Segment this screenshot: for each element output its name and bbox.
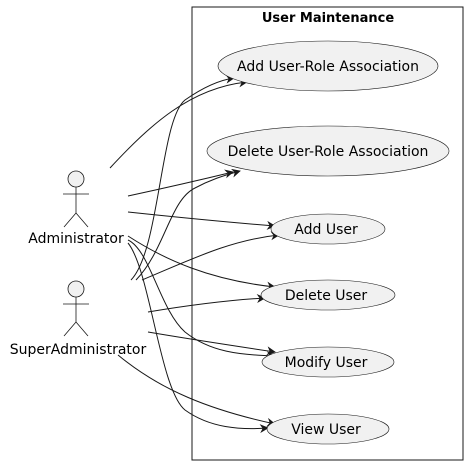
assoc-super-add-user-role <box>130 74 235 281</box>
use-case-label: Modify User <box>285 355 368 371</box>
assoc-super-modify-user <box>147 331 276 356</box>
system-boundary-rect <box>191 6 464 461</box>
use-case-add-user[interactable]: Add User <box>270 213 386 245</box>
assoc-admin-delete-user <box>127 235 276 291</box>
use-case-label: View User <box>291 422 361 438</box>
assoc-admin-add-user <box>127 211 276 230</box>
assoc-super-add-user <box>141 231 280 281</box>
use-case-view-user[interactable]: View User <box>266 413 390 445</box>
use-case-ellipse <box>270 213 386 245</box>
use-case-add-user-role-association[interactable]: Add User-Role Association <box>217 40 439 92</box>
use-case-delete-user-role-association[interactable]: Delete User-Role Association <box>206 125 450 177</box>
use-cases: Add User-Role Association Delete User-Ro… <box>206 40 450 445</box>
actor-superadministrator[interactable]: SuperAdministrator <box>10 280 147 358</box>
assoc-admin-view-user <box>127 242 269 434</box>
actor-administrator[interactable]: Administrator <box>28 170 124 247</box>
use-case-label: Add User <box>294 222 358 238</box>
use-case-ellipse <box>260 279 396 311</box>
assoc-super-view-user <box>117 354 276 427</box>
assoc-admin-delete-user-role <box>127 169 234 197</box>
assoc-super-delete-user-role <box>135 168 241 281</box>
use-case-label: Delete User-Role Association <box>228 144 429 160</box>
assoc-admin-add-user-role <box>109 78 248 169</box>
use-case-ellipse <box>206 125 450 177</box>
association-lines <box>109 74 280 434</box>
use-case-ellipse <box>217 40 439 92</box>
system-title: User Maintenance <box>262 11 394 26</box>
use-case-label: Delete User <box>285 288 368 304</box>
assoc-super-delete-user <box>147 293 266 313</box>
assoc-admin-modify-user <box>127 239 276 361</box>
use-case-ellipse <box>261 346 395 378</box>
use-case-ellipse <box>266 413 390 445</box>
use-case-modify-user[interactable]: Modify User <box>261 346 395 378</box>
actor-label: SuperAdministrator <box>10 342 147 358</box>
stick-figure-icon <box>63 170 89 228</box>
use-case-delete-user[interactable]: Delete User <box>260 279 396 311</box>
stick-figure-icon <box>63 280 89 337</box>
system-boundary: User Maintenance <box>191 6 464 461</box>
use-case-label: Add User-Role Association <box>237 59 419 75</box>
actor-label: Administrator <box>28 231 124 247</box>
